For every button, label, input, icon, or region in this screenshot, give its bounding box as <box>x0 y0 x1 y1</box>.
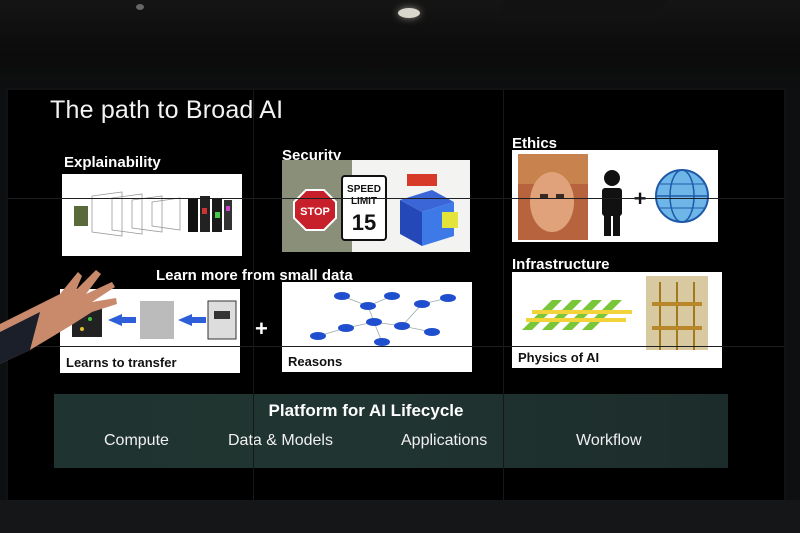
platform-item-data-models: Data & Models <box>228 432 333 449</box>
screen-seam <box>503 90 504 500</box>
speed-limit-sign-icon <box>341 175 387 241</box>
face-eye-left <box>540 194 548 198</box>
chip-lattice-illustration <box>522 300 632 330</box>
graph-node <box>366 318 382 326</box>
graph-node <box>394 322 410 330</box>
label-learn-small-data: Learn more from small data <box>156 267 353 284</box>
screen-seam <box>8 198 784 199</box>
speed-sign-number: 15 <box>352 210 376 235</box>
infrastructure-panel: Physics of AI <box>512 272 722 368</box>
security-illustration: STOP SPEED LIMIT 15 <box>282 160 458 252</box>
explainability-panel <box>62 174 242 256</box>
feature-map-1 <box>188 198 198 232</box>
graph-node <box>424 328 440 336</box>
graph-node <box>360 302 376 310</box>
speed-sign-line2: LIMIT <box>351 196 377 207</box>
ceiling-light-small <box>136 4 144 10</box>
transfer-target-image <box>207 300 237 340</box>
transfer-texture-image <box>140 301 174 339</box>
caption-physics: Physics of AI <box>518 350 600 365</box>
feature-map-4 <box>224 200 232 230</box>
graph-node <box>374 338 390 346</box>
reasons-panel: Reasons <box>282 282 472 372</box>
cube-icon <box>400 174 458 246</box>
ethics-panel: + <box>512 150 718 242</box>
platform-title: Platform for AI Lifecycle <box>268 401 464 420</box>
caption-transfer: Learns to transfer <box>66 355 177 370</box>
hand-icon <box>0 270 117 364</box>
platform-item-applications: Applications <box>401 432 488 449</box>
security-panel: STOP SPEED LIMIT 15 <box>282 160 470 252</box>
graph-node <box>414 300 430 308</box>
highlight-green <box>215 212 220 218</box>
speed-sign-line1: SPEED <box>347 184 381 195</box>
stop-sign-icon <box>293 189 337 231</box>
knowledge-graph-illustration <box>310 292 456 346</box>
graph-node <box>334 292 350 300</box>
platform-item-workflow: Workflow <box>576 432 642 449</box>
platform-item-compute: Compute <box>104 432 169 449</box>
graph-node <box>440 294 456 302</box>
arrow-icon-2 <box>178 314 206 326</box>
label-security: Security <box>282 147 342 164</box>
arrow-icon <box>108 314 136 326</box>
label-ethics: Ethics <box>512 135 558 152</box>
caption-reasons: Reasons <box>288 354 343 369</box>
layer-3 <box>131 195 163 233</box>
person-icon <box>602 170 622 236</box>
face-eye-right <box>556 194 564 198</box>
label-explainability: Explainability <box>64 154 161 171</box>
graph-node <box>338 324 354 332</box>
ceiling-strip <box>493 0 667 22</box>
face-shape <box>530 172 574 232</box>
label-infrastructure: Infrastructure <box>512 256 610 273</box>
layer-1 <box>91 191 123 237</box>
floor <box>0 500 800 533</box>
input-image <box>74 206 88 226</box>
highlight-red <box>202 208 207 214</box>
screen-seam <box>8 346 784 347</box>
neural-layers-illustration <box>74 191 232 237</box>
cube-top-layer <box>407 174 437 186</box>
stop-sign-text: STOP <box>300 206 330 218</box>
graph-node <box>310 332 326 340</box>
layer-2 <box>111 193 143 235</box>
learn-plus: + <box>255 316 268 341</box>
globe-icon <box>655 169 709 223</box>
ceiling-light <box>398 8 420 18</box>
screen-seam <box>253 90 254 500</box>
cube-side-block <box>442 212 458 228</box>
platform-banner: Platform for AI Lifecycle Compute Data &… <box>54 394 728 468</box>
infrastructure-illustration <box>522 276 708 364</box>
graph-node <box>384 292 400 300</box>
ethics-illustration: + <box>518 154 709 240</box>
layer-4 <box>151 197 181 231</box>
slide-title: The path to Broad AI <box>50 96 284 124</box>
highlight-magenta <box>226 206 230 211</box>
